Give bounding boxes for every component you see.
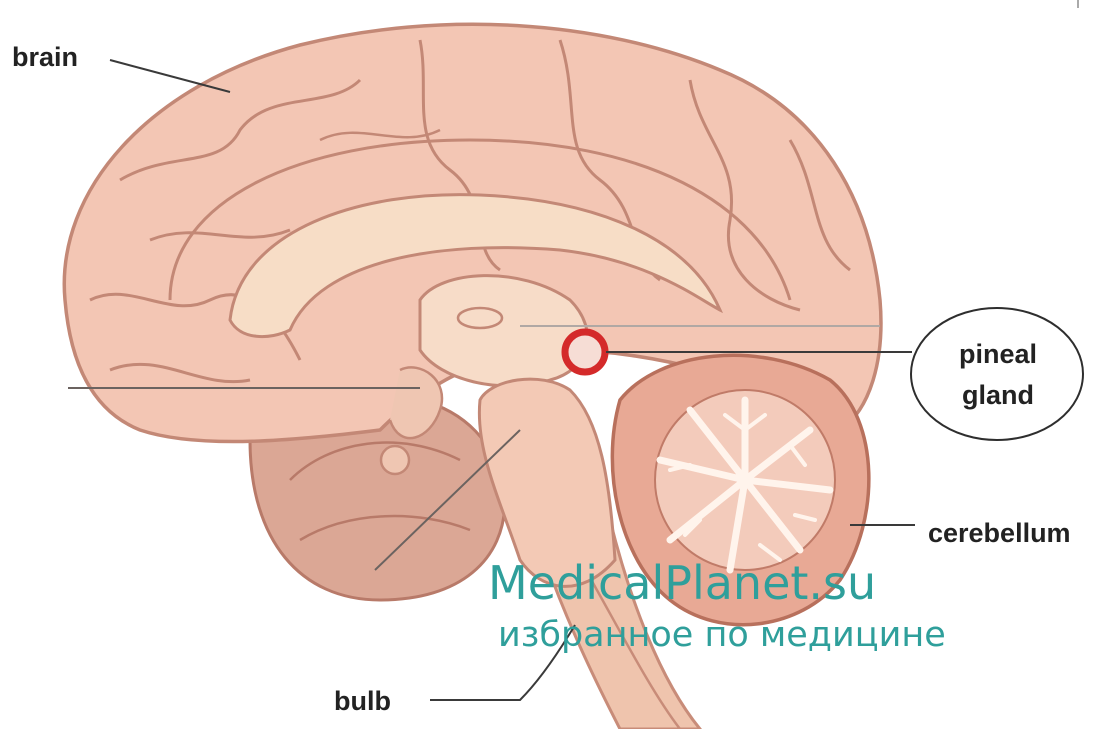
label-cerebellum: cerebellum — [928, 520, 1071, 547]
label-pineal-line1: pineal — [928, 334, 1068, 375]
watermark-site: MedicalPlanet.su — [488, 560, 876, 606]
pineal-gland-highlight — [565, 332, 605, 372]
watermark-tagline: избранное по медицине — [498, 618, 946, 653]
label-bulb: bulb — [334, 688, 391, 715]
label-brain: brain — [12, 44, 78, 71]
label-pineal-gland: pineal gland — [928, 334, 1068, 415]
brain-leader-line — [110, 60, 230, 92]
label-pineal-line2: gland — [928, 375, 1068, 416]
